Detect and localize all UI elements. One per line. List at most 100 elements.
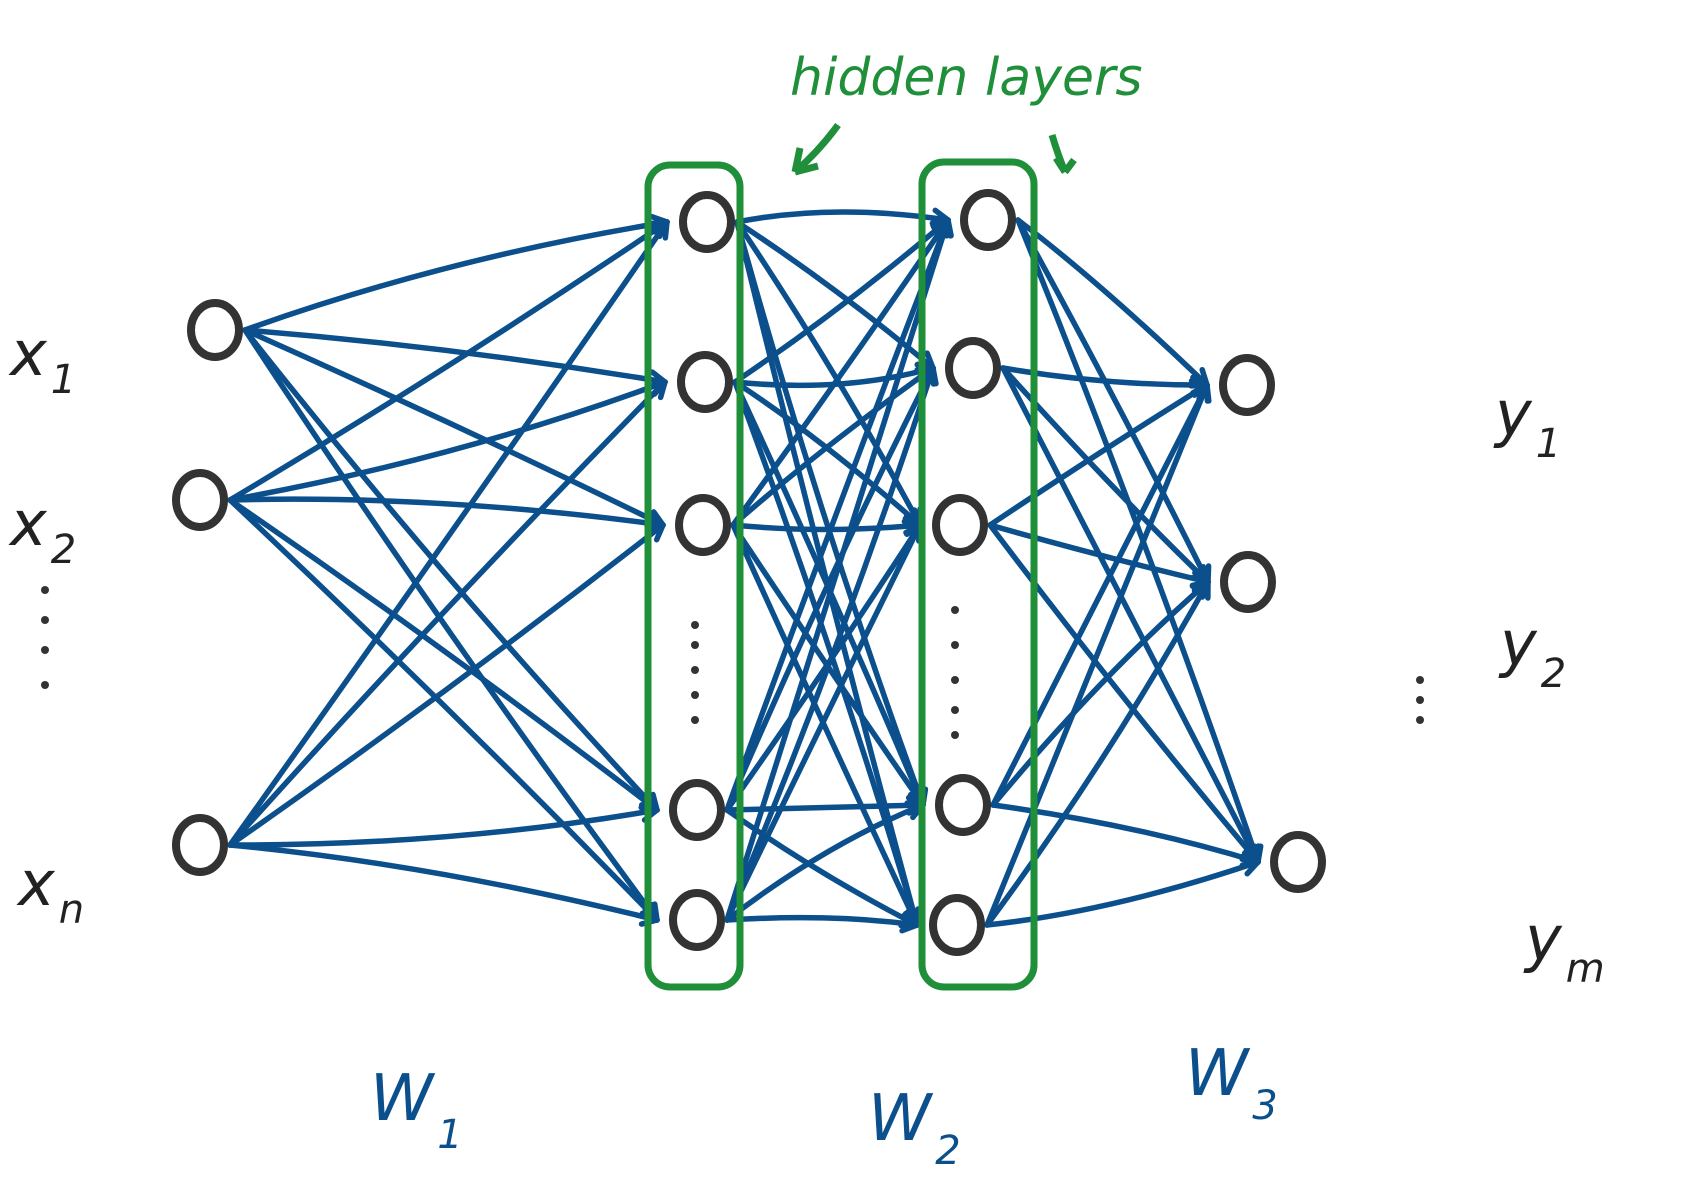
edge-hidden1-2-to-hidden2-3 [730, 522, 926, 808]
hidden-layer-2-arrow [1048, 133, 1077, 175]
node-output-0 [1219, 354, 1275, 416]
node-hidden2-3 [935, 774, 991, 836]
ellipsis-dot-0-0 [41, 586, 49, 594]
neuron-nodes [172, 189, 1326, 956]
node-hidden1-1 [677, 351, 733, 413]
edge-arrowhead [646, 379, 668, 401]
edge-hidden1-3-to-hidden2-0 [724, 217, 951, 813]
edge-hidden2-4-to-output-0 [984, 382, 1210, 928]
edge-hidden2-3-to-output-1 [990, 579, 1211, 808]
ellipsis-dot-0-1 [41, 616, 49, 624]
edge-hidden1-2-to-hidden2-2 [730, 522, 923, 533]
node-input-2 [172, 814, 228, 876]
edge-input-0-to-hidden1-2 [242, 327, 666, 528]
node-hidden2-2 [932, 494, 988, 556]
edge-hidden2-2-to-output-2 [987, 522, 1261, 865]
edge-hidden1-3-to-hidden2-1 [724, 365, 936, 813]
ellipsis-dot-2-3 [951, 706, 959, 714]
hidden-layer-boxes [644, 158, 1038, 991]
hidden-layer-2-box [918, 158, 1038, 991]
edge-input-0-to-hidden1-4 [242, 327, 660, 923]
edge-hidden1-3-to-hidden2-4 [724, 807, 920, 928]
ellipsis-dot-2-0 [951, 606, 959, 614]
ellipsis-dot-3-2 [1416, 716, 1424, 724]
ellipsis-dot-0-2 [41, 646, 49, 654]
edge-hidden1-4-to-hidden2-3 [724, 802, 926, 923]
edge-hidden2-2-to-output-0 [987, 382, 1210, 528]
edge-hidden2-3-to-output-0 [990, 382, 1210, 808]
hidden-layers-label: hidden layers [790, 48, 1142, 108]
edge-input-2-to-hidden1-3 [227, 807, 660, 848]
edge-input-2-to-hidden1-1 [227, 379, 668, 848]
hidden-layer-1-arrow [791, 122, 841, 176]
node-hidden2-1 [945, 337, 1001, 399]
node-output-2 [1270, 831, 1326, 893]
edge-hidden1-2-to-hidden2-4 [730, 522, 920, 928]
edge-arrowhead [933, 217, 954, 239]
ellipsis-dot-2-1 [951, 641, 959, 649]
edge-hidden2-4-to-output-2 [984, 859, 1261, 928]
edge-input-2-to-hidden1-2 [227, 522, 666, 848]
node-input-0 [187, 299, 243, 361]
edge-hidden1-4-to-hidden2-1 [724, 365, 936, 923]
edge-arrowhead [1239, 856, 1261, 877]
edge-arrowhead [1191, 579, 1211, 601]
ellipsis-dot-1-1 [691, 641, 699, 649]
edge-input-0-to-hidden1-3 [242, 327, 660, 813]
edge-arrowhead [644, 522, 666, 543]
edge-hidden1-4-to-hidden2-4 [724, 914, 920, 928]
edge-hidden2-0-to-output-1 [1015, 217, 1211, 585]
edge-input-1-to-hidden1-1 [227, 379, 668, 503]
edge-hidden2-1-to-output-0 [1000, 365, 1210, 388]
node-hidden2-4 [929, 894, 985, 956]
edge-hidden2-4-to-output-1 [984, 579, 1211, 928]
node-hidden1-3 [669, 779, 725, 841]
edge-input-0-to-hidden1-0 [242, 219, 670, 333]
edge-hidden1-0-to-hidden2-0 [734, 209, 951, 225]
edge-input-1-to-hidden1-0 [227, 219, 670, 503]
node-hidden1-4 [669, 889, 725, 951]
edge-input-1-to-hidden1-4 [227, 497, 660, 923]
edge-hidden1-4-to-hidden2-2 [724, 522, 923, 923]
ellipsis-dot-2-2 [951, 676, 959, 684]
edge-arrowhead [899, 912, 920, 934]
ellipsis-dots [41, 586, 1424, 739]
edge-input-1-to-hidden1-2 [227, 496, 666, 528]
edge-input-2-to-hidden1-4 [227, 842, 660, 923]
ellipsis-dot-0-3 [41, 681, 49, 689]
ellipsis-dot-1-3 [691, 691, 699, 699]
connection-edges [227, 207, 1264, 934]
node-hidden1-2 [675, 494, 731, 556]
ellipsis-dot-2-4 [951, 731, 959, 739]
node-hidden2-0 [960, 189, 1016, 251]
edge-input-1-to-hidden1-3 [227, 497, 660, 813]
edge-hidden1-0-to-hidden2-2 [734, 219, 923, 528]
edge-arrowhead [649, 219, 670, 241]
edge-hidden1-2-to-hidden2-1 [730, 365, 936, 528]
ellipsis-dot-1-4 [691, 716, 699, 724]
ellipsis-dot-3-1 [1416, 696, 1424, 704]
node-input-1 [172, 469, 228, 531]
node-hidden1-0 [679, 191, 735, 253]
ellipsis-dot-3-0 [1416, 676, 1424, 684]
edge-input-0-to-hidden1-1 [242, 327, 668, 385]
edge-hidden2-3-to-output-2 [990, 802, 1261, 865]
node-output-1 [1220, 551, 1276, 613]
edge-input-2-to-hidden1-0 [227, 219, 670, 848]
hidden-layer-1-box [644, 161, 744, 991]
edge-hidden1-4-to-hidden2-0 [724, 217, 951, 923]
edge-arrowhead [1191, 382, 1212, 404]
edge-hidden2-2-to-output-1 [987, 522, 1211, 585]
edge-hidden1-3-to-hidden2-3 [724, 802, 926, 813]
edge-hidden2-0-to-output-0 [1015, 217, 1210, 388]
